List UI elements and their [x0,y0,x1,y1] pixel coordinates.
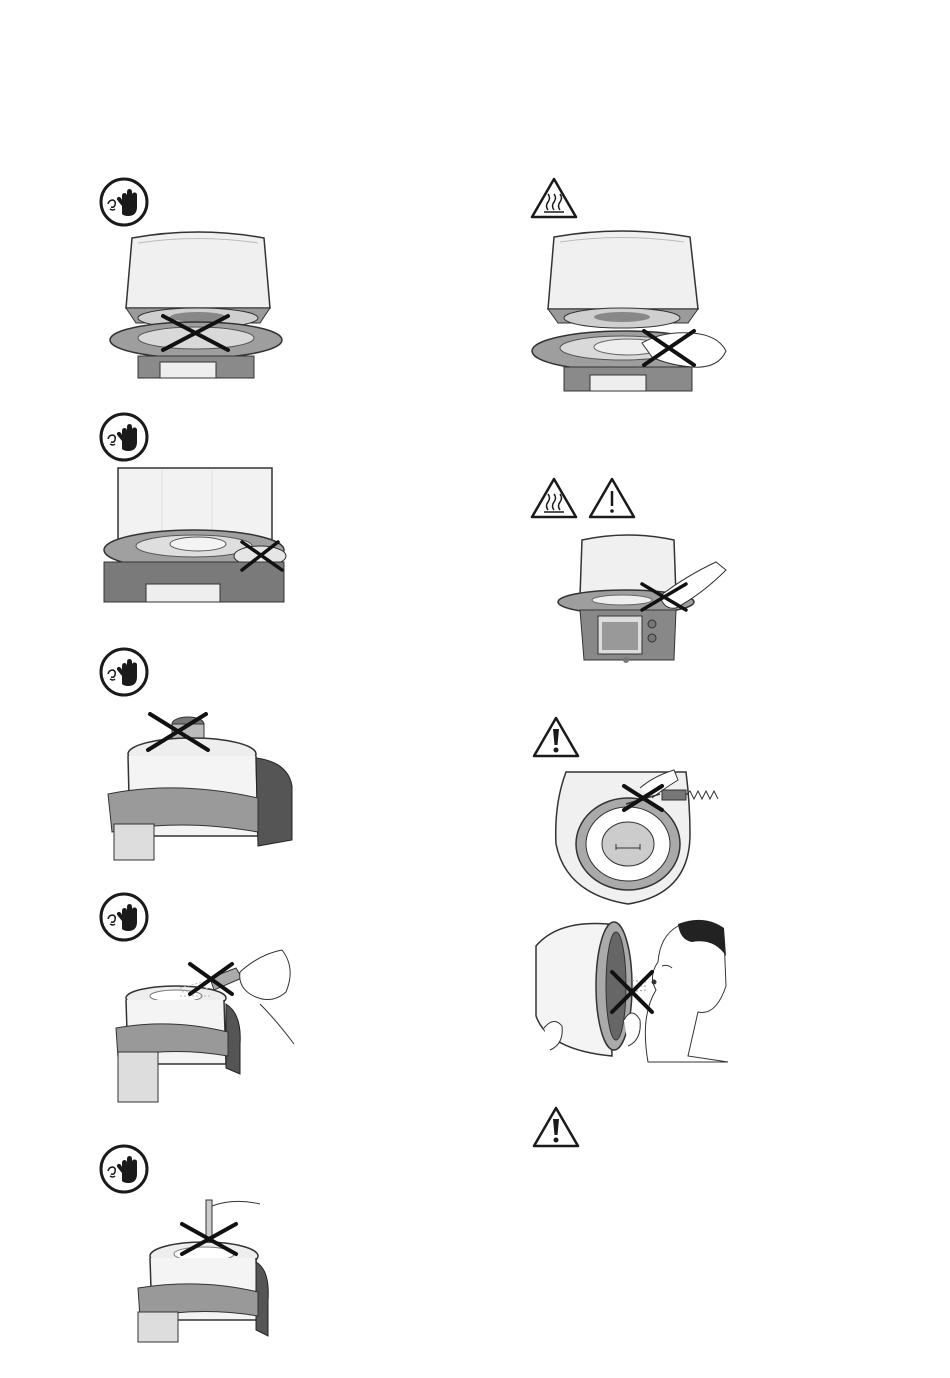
exclamation-warning-icon [587,476,637,520]
furnace-open-plate-illustration [108,228,284,378]
caution-warning-icon [531,1105,581,1149]
prohibition-hand-icon [98,891,150,943]
prohibition-hand-icon [98,646,150,698]
prohibition-hand-icon [98,1143,150,1195]
firing-chamber-tool-illustration [552,764,728,910]
hot-surface-warning-icon [529,476,579,520]
prohibition-hand-icon [98,411,150,463]
prohibition-hand-icon [98,176,150,228]
furnace-top-vent-illustration [108,706,294,860]
furnace-spray-illustration [110,944,296,1108]
furnace-plate-object-illustration [102,466,290,602]
furnace-hot-plate-hand-illustration [532,227,728,391]
furnace-hand-reaching-illustration [556,530,728,668]
person-blowing-illustration [528,916,728,1062]
hot-surface-warning-icon [529,176,579,220]
caution-warning-icon [531,715,581,759]
furnace-tool-illustration [134,1196,274,1342]
